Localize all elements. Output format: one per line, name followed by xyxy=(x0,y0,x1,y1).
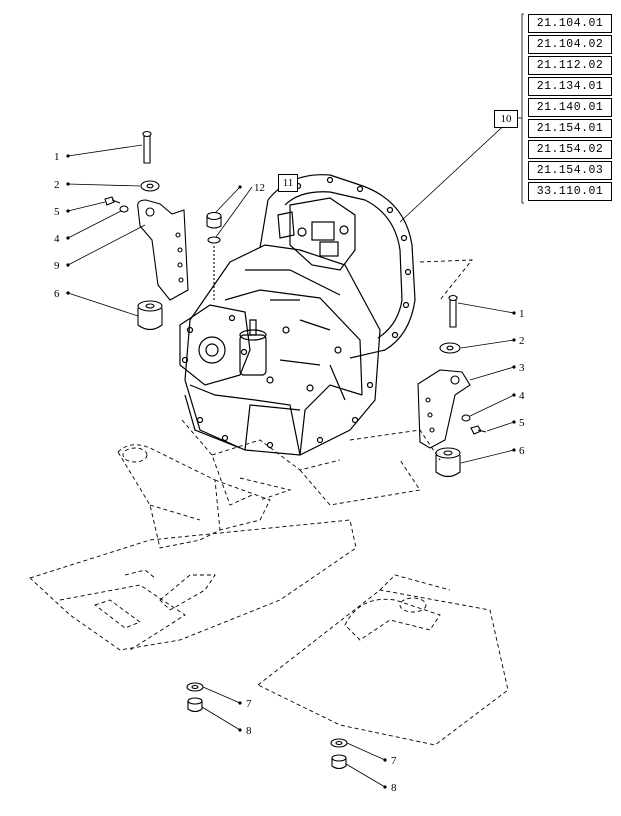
bottom-fasteners xyxy=(186,682,348,770)
callout-left-4: 4 xyxy=(54,233,60,245)
bolt-right xyxy=(448,294,458,328)
washer-right xyxy=(439,342,461,354)
reference-code: 21.134.01 xyxy=(528,77,612,96)
reference-code: 21.104.02 xyxy=(528,35,612,54)
group-ref-box: 10 xyxy=(494,110,518,128)
callout-right-5: 5 xyxy=(519,417,525,429)
callout-right-6: 6 xyxy=(519,445,525,457)
reference-code: 33.110.01 xyxy=(528,182,612,201)
reference-code: 21.154.02 xyxy=(528,140,612,159)
transmission-housing xyxy=(179,174,416,456)
chassis-frame xyxy=(29,259,509,746)
leader-lines xyxy=(66,13,524,789)
mount-bracket-left xyxy=(137,199,189,301)
nut-left xyxy=(119,205,129,213)
callout-bottom-left-8: 8 xyxy=(246,725,252,737)
group-ref-label: 10 xyxy=(500,113,512,125)
left-mount-parts xyxy=(104,130,189,331)
callout-left-5: 5 xyxy=(54,206,60,218)
callout-bottom-right-8: 8 xyxy=(391,782,397,794)
callout-right-1: 1 xyxy=(519,308,525,320)
callout-12: 12 xyxy=(254,182,265,194)
callout-right-3: 3 xyxy=(519,362,525,374)
rubber-mount-right xyxy=(435,447,461,478)
reference-code-list: 21.104.01 21.104.02 21.112.02 21.134.01 … xyxy=(528,14,612,201)
callout-left-1: 1 xyxy=(54,151,60,163)
drain-plug xyxy=(206,211,222,300)
callouts-bottom: 7 8 7 8 xyxy=(246,698,397,794)
callout-bottom-left-7: 7 xyxy=(246,698,252,710)
reference-code: 21.154.01 xyxy=(528,119,612,138)
box-11-label: 11 xyxy=(282,177,294,189)
rubber-mount-left xyxy=(137,300,163,331)
right-mount-parts xyxy=(417,294,487,478)
callout-left-9: 9 xyxy=(54,260,60,272)
callout-left-6: 6 xyxy=(54,288,60,300)
callouts-right: 1 2 3 4 5 6 xyxy=(519,308,525,457)
mount-bracket-right xyxy=(417,369,471,449)
reference-code: 21.154.03 xyxy=(528,161,612,180)
box-11: 11 xyxy=(278,174,298,192)
reference-code: 21.140.01 xyxy=(528,98,612,117)
nut-right xyxy=(461,414,471,422)
reference-code: 21.112.02 xyxy=(528,56,612,75)
callout-bottom-right-7: 7 xyxy=(391,755,397,767)
callout-right-2: 2 xyxy=(519,335,525,347)
callout-right-4: 4 xyxy=(519,390,525,402)
callouts-left: 1 2 5 4 9 6 xyxy=(54,151,60,300)
washer-left xyxy=(140,180,160,192)
callout-left-2: 2 xyxy=(54,179,60,191)
small-bolt-left xyxy=(104,196,121,206)
reference-code: 21.104.01 xyxy=(528,14,612,33)
small-bolt-right xyxy=(470,425,487,435)
bolt-left xyxy=(142,130,152,164)
